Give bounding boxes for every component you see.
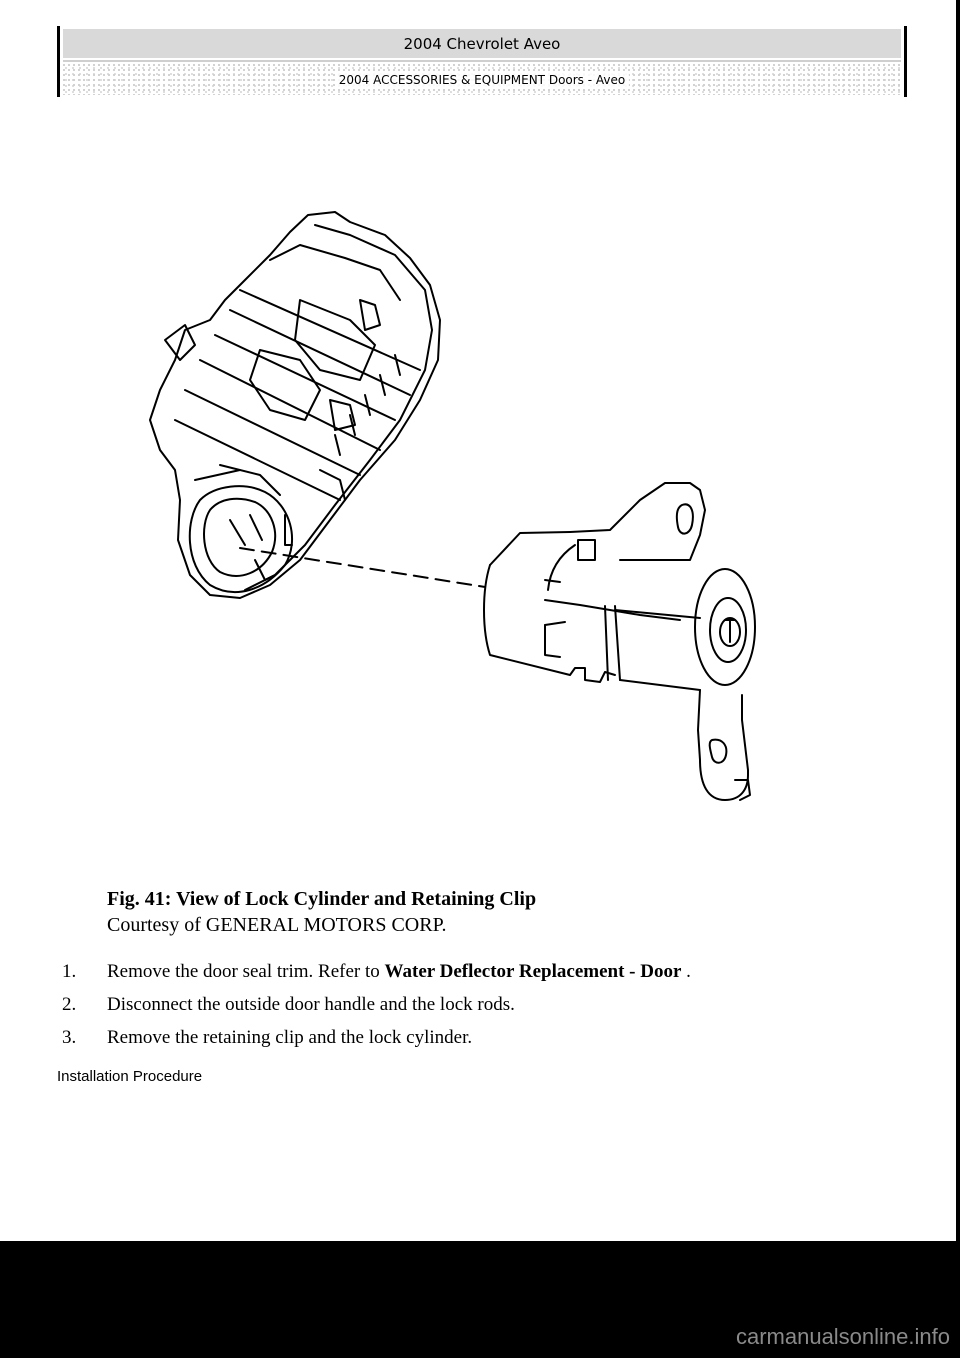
figure-caption-credit: Courtesy of GENERAL MOTORS CORP.: [107, 914, 447, 936]
step-number: 2.: [62, 994, 77, 1015]
removal-steps: 1. Remove the door seal trim. Refer to W…: [62, 960, 691, 1059]
document-title: 2004 Chevrolet Aveo: [63, 29, 901, 58]
water-deflector-replacement-link[interactable]: Water Deflector Replacement - Door: [384, 961, 682, 982]
handle-housing-drawing: [149, 211, 441, 599]
figure-caption: Fig. 41: View of Lock Cylinder and Retai…: [107, 886, 536, 938]
lock-cylinder-figure: [149, 211, 756, 801]
installation-procedure-heading: Installation Procedure: [57, 1068, 203, 1085]
step-text: Remove the retaining clip and the lock c…: [107, 1027, 473, 1048]
step-number: 1.: [62, 961, 77, 982]
document-title-text: 2004 Chevrolet Aveo: [403, 34, 561, 53]
step-item: 2. Disconnect the outside door handle an…: [62, 993, 691, 1026]
leader-line: [239, 547, 486, 588]
step-item: 1. Remove the door seal trim. Refer to W…: [62, 960, 691, 993]
document-subtitle-text: 2004 ACCESSORIES & EQUIPMENT Doors - Ave…: [334, 72, 630, 87]
step-text: Disconnect the outside door handle and t…: [107, 994, 515, 1015]
lock-cylinder-drawing: [483, 482, 756, 801]
step-text-after: .: [681, 961, 691, 982]
figure-caption-title: Fig. 41: View of Lock Cylinder and Retai…: [107, 888, 537, 910]
header-right-rule: [904, 26, 907, 97]
document-subtitle: 2004 ACCESSORIES & EQUIPMENT Doors - Ave…: [63, 64, 901, 95]
title-separator: [63, 60, 901, 62]
step-item: 3. Remove the retaining clip and the loc…: [62, 1026, 691, 1059]
site-watermark: carmanualsonline.info: [735, 1324, 950, 1349]
step-text: Remove the door seal trim. Refer to: [107, 961, 385, 982]
step-number: 3.: [62, 1027, 77, 1048]
manual-page: 2004 Chevrolet Aveo 2004 ACCESSORIES & E…: [0, 0, 956, 1241]
header-left-rule: [57, 26, 60, 97]
